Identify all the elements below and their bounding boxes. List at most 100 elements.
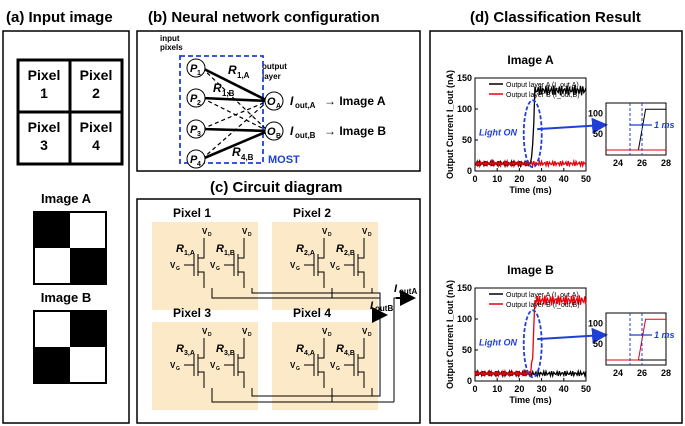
chart-title: Image B <box>507 263 554 277</box>
panel-d-title: (d) Classification Result <box>470 9 641 26</box>
y-axis-label: Output Current I_out (nA) <box>445 70 455 179</box>
output-node-ob <box>264 121 284 141</box>
image-cell <box>70 212 106 248</box>
output-bus-b <box>251 288 381 397</box>
vg-label: V <box>170 261 176 270</box>
pixel-cell-label: Pixel 4 <box>293 306 331 320</box>
iout-a-sub: out,A <box>295 101 316 110</box>
x-axis-label: Time (ms) <box>509 395 551 405</box>
vd-sub: D <box>368 232 372 238</box>
image-cell <box>70 311 106 347</box>
r4b-sub: 4,B <box>241 153 254 162</box>
legend-label: Output layer A (I_out,A) <box>506 82 579 89</box>
input-node-p3 <box>186 119 206 139</box>
input-node-p4 <box>186 149 206 169</box>
panel-d-frame <box>429 30 683 424</box>
input-node-p2-label: P <box>190 93 198 105</box>
vg-label: V <box>330 261 336 270</box>
vd-label: V <box>202 227 208 236</box>
inset-y-tick-label: 50 <box>593 129 603 139</box>
inset-x-tick-label: 24 <box>613 158 623 168</box>
input-node-p3-label: P <box>190 124 198 136</box>
output-node-oa <box>264 91 284 111</box>
input-node-p1-sub: 1 <box>197 70 201 77</box>
chart-axes-box <box>474 77 587 172</box>
vd-label: V <box>242 227 248 236</box>
x-tick-label: 0 <box>472 174 477 184</box>
image-cell <box>34 248 70 284</box>
r1b-sub: 1,B <box>222 89 235 98</box>
x-tick-label: 50 <box>581 384 591 394</box>
legend-label: Output layer B (I_out,B) <box>506 92 580 99</box>
iout-b-sub: out,B <box>295 131 316 140</box>
resistor-sub: 4,A <box>304 350 315 357</box>
iout-b-label: I <box>290 124 294 138</box>
r1a-sub: 1,A <box>237 71 250 80</box>
image-cell <box>70 248 106 284</box>
panel-c-title: (c) Circuit diagram <box>210 179 343 196</box>
vd-label: V <box>242 327 248 336</box>
r1b-label: R <box>213 81 222 95</box>
input-node-p2 <box>186 88 206 108</box>
x-tick-label: 10 <box>492 174 502 184</box>
image-border <box>33 211 107 285</box>
resistor-label: R <box>336 343 344 355</box>
iout-b-circuit-label: I <box>370 300 374 312</box>
light-on-label: Light ON <box>479 338 517 348</box>
y-tick-label: 0 <box>467 376 472 386</box>
chart-axes-box <box>474 287 587 382</box>
y-tick-label: 150 <box>457 283 472 293</box>
vd-sub: D <box>208 232 212 238</box>
y-tick-label: 50 <box>462 345 472 355</box>
vg-sub: G <box>336 266 340 272</box>
panel-b-frame <box>136 30 421 172</box>
input-label-line1: input <box>160 34 180 43</box>
image-cell <box>34 347 70 383</box>
input-node-p1 <box>186 58 206 78</box>
light-on-label: Light ON <box>479 128 517 138</box>
vg-sub: G <box>216 366 220 372</box>
resistor-label: R <box>296 243 304 255</box>
y-tick-label: 100 <box>457 104 472 114</box>
pixel-cell-bg <box>152 322 258 410</box>
series-line <box>474 158 587 169</box>
inset-x-tick-label: 28 <box>661 158 671 168</box>
iout-a-circuit-label: I <box>394 283 398 295</box>
pixel-cell-bg <box>152 222 258 310</box>
resistor-sub: 3,B <box>224 350 235 357</box>
vd-label: V <box>362 327 368 336</box>
y-axis-label: Output Current I_out (nA) <box>445 280 455 389</box>
vg-sub: G <box>176 366 180 372</box>
r4b-label: R <box>232 145 241 159</box>
image-b-pattern <box>33 310 107 384</box>
inset-box <box>605 312 667 366</box>
panel-a-title: (a) Input image <box>6 9 113 26</box>
light-on-ellipse <box>522 99 543 169</box>
x-tick-label: 20 <box>514 384 524 394</box>
vd-label: V <box>202 327 208 336</box>
pixel-cell-bg <box>272 222 378 310</box>
image-cell <box>34 311 70 347</box>
resistor-label: R <box>336 243 344 255</box>
x-tick-label: 40 <box>559 384 569 394</box>
vd-label: V <box>322 327 328 336</box>
vd-sub: D <box>208 332 212 338</box>
y-tick-label: 50 <box>462 135 472 145</box>
x-tick-label: 20 <box>514 174 524 184</box>
resistor-sub: 4,B <box>344 350 355 357</box>
legend-label: Output layer B (I_out,B) <box>506 302 580 309</box>
x-tick-label: 10 <box>492 384 502 394</box>
output-label-line1: output <box>262 62 287 71</box>
light-on-ellipse <box>522 309 543 379</box>
inset-box <box>605 102 667 156</box>
pixel-4-number: 4 <box>92 137 100 153</box>
vg-sub: G <box>216 266 220 272</box>
image-border <box>33 310 107 384</box>
image-b-label: Image B <box>41 290 92 305</box>
inset-x-tick-label: 26 <box>637 368 647 378</box>
panel-c-frame <box>136 198 421 424</box>
image-a-pattern <box>33 211 107 285</box>
most-label: MOST <box>268 154 300 166</box>
